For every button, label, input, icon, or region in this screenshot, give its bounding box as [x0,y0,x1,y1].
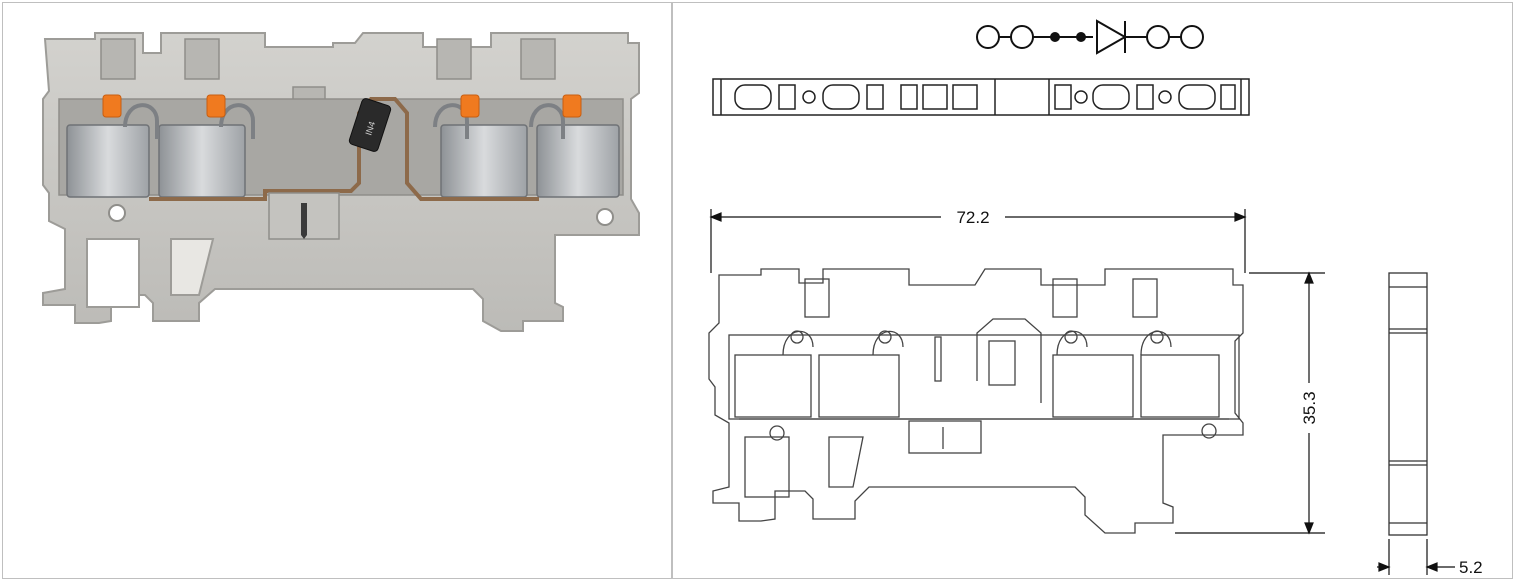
technical-drawing: 72.2 [708,19,1483,577]
top-view [712,78,1250,116]
length-value: 72.2 [956,208,989,227]
center-notch [301,203,307,239]
spring-loops [123,103,565,139]
metal-clamps [66,124,620,198]
svg-text:IN4: IN4 [363,120,377,136]
width-value: 5.2 [1459,558,1483,577]
left-hole [108,204,126,222]
right-hole [596,208,614,226]
schematic-symbol [976,19,1204,55]
side-elevation [708,268,1244,534]
length-dimension [709,209,1247,273]
product-photo-panel: IN4 [2,2,672,579]
technical-drawing-panel: 72.2 [672,2,1513,579]
end-view [1388,272,1428,536]
width-dimension [1377,539,1455,575]
height-dimension [1175,271,1325,535]
inner-cavity [58,98,624,196]
product-photo: IN4 [42,32,640,332]
orange-levers [102,94,582,118]
foot-slot [170,238,215,296]
diode-component: IN4 [348,98,392,152]
height-value: 35.3 [1300,391,1319,424]
foot-opening [86,238,140,308]
